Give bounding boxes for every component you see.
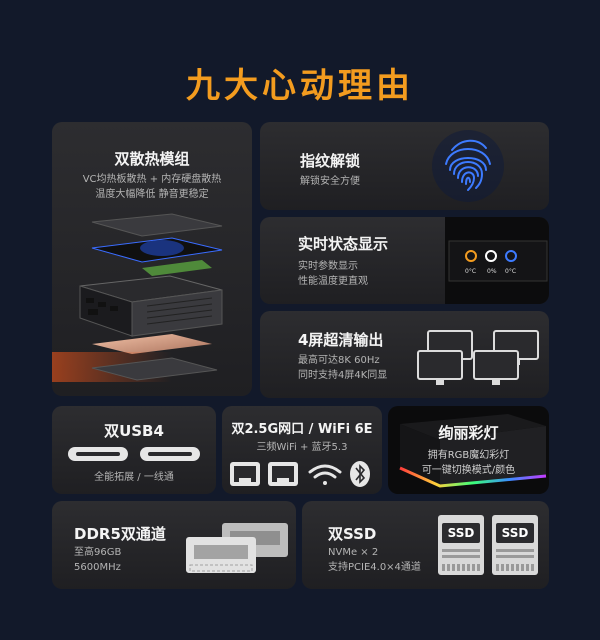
card-subtitle: VC均热板散热 + 内存硬盘散热 温度大幅降低 静音更稳定: [82, 174, 222, 200]
fingerprint-icon: [432, 130, 504, 202]
card-title: 实时状态显示: [298, 235, 389, 253]
card-subtitle: 解锁安全方便: [300, 176, 360, 187]
status-screen-device: 0°C 0% 0°C: [445, 217, 549, 304]
card-cooling: 双散热模组 VC均热板散热 + 内存硬盘散热 温度大幅降低 静音更稳定: [52, 122, 252, 396]
card-subtitle: 实时参数显示 性能温度更直观: [298, 261, 368, 287]
card-fingerprint: 指纹解锁 解锁安全方便: [260, 122, 549, 210]
network-icons: [230, 461, 370, 487]
card-title: 4屏超清输出: [298, 331, 384, 349]
ssd-icon: SSD: [438, 515, 484, 575]
memory-module-icon: [186, 523, 288, 573]
status-readout: 0°C: [505, 268, 516, 275]
card-rgb-light: 绚丽彩灯 拥有RGB魔幻彩灯 可一键切换模式/颜色: [388, 406, 549, 494]
bluetooth-icon: [350, 461, 370, 487]
card-usb4: 双USB4 全能拓展 / 一线通: [52, 406, 216, 494]
card-title: 绚丽彩灯: [438, 424, 499, 442]
rgb-device-illustration: [399, 414, 547, 488]
card-title: DDR5双通道: [74, 525, 166, 543]
card-title: 双SSD: [328, 525, 377, 543]
card-subtitle: 全能拓展 / 一线通: [94, 472, 174, 483]
card-title: 双2.5G网口 / WiFi 6E: [231, 422, 373, 437]
monitor-icon: [417, 350, 463, 385]
status-readout: 0°C: [465, 268, 476, 275]
exploded-mini-pc-illustration: [52, 213, 223, 382]
card-network: 双2.5G网口 / WiFi 6E 三频WiFi + 蓝牙5.3: [222, 406, 382, 494]
usb-c-port-icon: [68, 447, 200, 461]
card-ddr5: DDR5双通道 至高96GB 5600MHz: [52, 501, 296, 589]
ethernet-port-icon: [230, 462, 260, 486]
card-status-display: 实时状态显示 实时参数显示 性能温度更直观 0°C 0% 0°C: [260, 217, 549, 304]
card-title: 双USB4: [104, 422, 164, 440]
card-subtitle: 拥有RGB魔幻彩灯 可一键切换模式/颜色: [421, 450, 516, 476]
card-subtitle: 三频WiFi + 蓝牙5.3: [256, 442, 348, 453]
card-subtitle: NVMe × 2 支持PCIE4.0×4通道: [328, 547, 421, 573]
status-readout: 0%: [487, 268, 497, 275]
wifi-icon: [308, 464, 342, 485]
card-display-output: 4屏超清输出 最高可达8K 60Hz 同时支持4屏4K同显: [260, 311, 549, 398]
card-title: 双散热模组: [114, 150, 190, 168]
ethernet-port-icon: [268, 462, 298, 486]
card-subtitle: 至高96GB 5600MHz: [74, 547, 122, 573]
monitor-icon: [473, 350, 519, 385]
monitor-icon-group: [417, 330, 539, 385]
ssd-icon: SSD: [492, 515, 538, 575]
card-title: 指纹解锁: [300, 152, 361, 170]
card-ssd: 双SSD NVMe × 2 支持PCIE4.0×4通道 SSD SSD: [302, 501, 549, 589]
card-subtitle: 最高可达8K 60Hz 同时支持4屏4K同显: [298, 355, 388, 381]
page-headline: 九大心动理由: [186, 66, 414, 106]
